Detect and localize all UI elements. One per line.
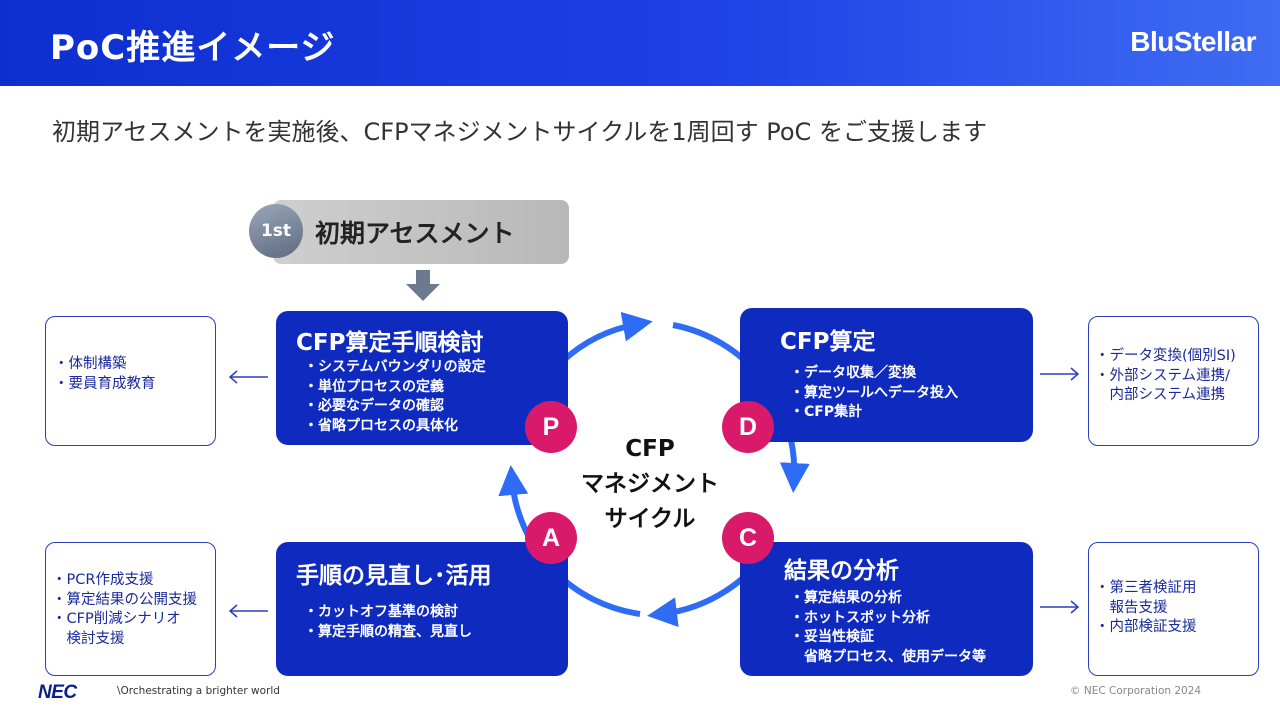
list-item: 算定結果の公開支援 <box>52 591 198 611</box>
page-title: PoC推進イメージ <box>50 28 336 68</box>
do-box: CFP算定 データ収集／変換 算定ツールへデータ投入 CFP集計 <box>740 308 1033 442</box>
list-item: PCR作成支援 <box>52 571 197 591</box>
list-item: 算定ツールへデータ投入 <box>790 384 958 404</box>
check-title: 結果の分析 <box>784 558 899 584</box>
check-list: 算定結果の分析 ホットスポット分析 妥当性検証 省略プロセス、使用データ等 <box>790 589 986 667</box>
cycle-label: CFP マネジメント サイクル <box>560 432 740 537</box>
initial-assessment-label: 初期アセスメント <box>315 219 515 248</box>
act-box: 手順の見直し･活用 カットオフ基準の検討 算定手順の精査、見直し <box>276 542 568 676</box>
side-list: PCR作成支援 算定結果の公開支援 CFP削減シナリオ 検討支援 <box>52 571 198 649</box>
act-list: カットオフ基準の検討 算定手順の精査、見直し <box>304 603 472 642</box>
list-item: システムバウンダリの設定 <box>304 358 486 378</box>
right-arrow-icon <box>1040 367 1080 381</box>
list-item: 内部システム連携 <box>1109 387 1226 403</box>
plan-box: CFP算定手順検討 システムバウンダリの設定 単位プロセスの定義 必要なデータの… <box>276 311 568 445</box>
list-item: 必要なデータの確認 <box>304 397 486 417</box>
do-title: CFP算定 <box>780 329 876 355</box>
list-item: 妥当性検証 <box>790 628 986 648</box>
side-box-do-support: データ変換(個別SI) 外部システム連携/ 内部システム連携 <box>1088 316 1259 446</box>
side-list: データ変換(個別SI) 外部システム連携/ 内部システム連携 <box>1095 347 1236 406</box>
cycle-label-line: サイクル <box>604 506 696 532</box>
do-list: データ収集／変換 算定ツールへデータ投入 CFP集計 <box>790 364 958 423</box>
list-item: 省略プロセス、使用データ等 <box>804 648 986 665</box>
list-item: 検討支援 <box>66 630 125 647</box>
side-list: 体制構築 要員育成教育 <box>54 355 156 394</box>
side-list: 第三者検証用 報告支援 内部検証支援 <box>1095 579 1197 638</box>
side-box-check-support: 第三者検証用 報告支援 内部検証支援 <box>1088 542 1259 676</box>
left-arrow-icon <box>228 370 268 384</box>
initial-assessment-bar <box>273 200 569 264</box>
header-bar: PoC推進イメージ BluStellar <box>0 0 1280 86</box>
list-item: データ収集／変換 <box>790 364 958 384</box>
brand-logo: BluStellar <box>1130 26 1256 57</box>
plan-badge: P <box>525 401 577 453</box>
footer-copyright: © NEC Corporation 2024 <box>1070 685 1202 697</box>
list-item: 要員育成教育 <box>54 375 156 395</box>
page-subtitle: 初期アセスメントを実施後、CFPマネジメントサイクルを1周回す PoC をご支援… <box>52 118 987 146</box>
list-item: 第三者検証用 <box>1095 579 1197 599</box>
list-item: CFP集計 <box>790 403 958 423</box>
footer-tagline: \Orchestrating a brighter world <box>117 685 280 697</box>
list-item: 単位プロセスの定義 <box>304 378 486 398</box>
list-item: 外部システム連携/ <box>1095 367 1236 387</box>
side-box-plan-support: 体制構築 要員育成教育 <box>45 316 216 446</box>
left-arrow-icon <box>228 604 268 618</box>
act-title: 手順の見直し･活用 <box>296 563 492 589</box>
cycle-label-line: CFP <box>625 436 675 462</box>
list-item: CFP削減シナリオ <box>52 610 197 630</box>
check-badge: C <box>722 512 774 564</box>
list-item: 省略プロセスの具体化 <box>304 417 486 437</box>
check-box: 結果の分析 算定結果の分析 ホットスポット分析 妥当性検証 省略プロセス、使用デ… <box>740 542 1033 676</box>
list-item: ホットスポット分析 <box>790 609 986 629</box>
plan-list: システムバウンダリの設定 単位プロセスの定義 必要なデータの確認 省略プロセスの… <box>304 358 486 436</box>
list-item: 算定手順の精査、見直し <box>304 623 472 643</box>
plan-title: CFP算定手順検討 <box>296 330 484 356</box>
list-item: データ変換(個別SI) <box>1095 347 1236 367</box>
right-arrow-icon <box>1040 600 1080 614</box>
do-badge: D <box>722 401 774 453</box>
side-box-act-support: PCR作成支援 算定結果の公開支援 CFP削減シナリオ 検討支援 <box>45 542 216 676</box>
list-item: カットオフ基準の検討 <box>304 603 472 623</box>
list-item: 報告支援 <box>1109 599 1168 616</box>
first-step-badge: 1st <box>249 204 303 258</box>
nec-logo: NEC <box>38 682 77 703</box>
cycle-label-line: マネジメント <box>581 471 719 497</box>
list-item: 算定結果の分析 <box>790 589 986 609</box>
list-item: 内部検証支援 <box>1095 618 1197 638</box>
list-item: 体制構築 <box>54 355 156 375</box>
down-arrow-icon <box>406 270 440 301</box>
act-badge: A <box>525 512 577 564</box>
